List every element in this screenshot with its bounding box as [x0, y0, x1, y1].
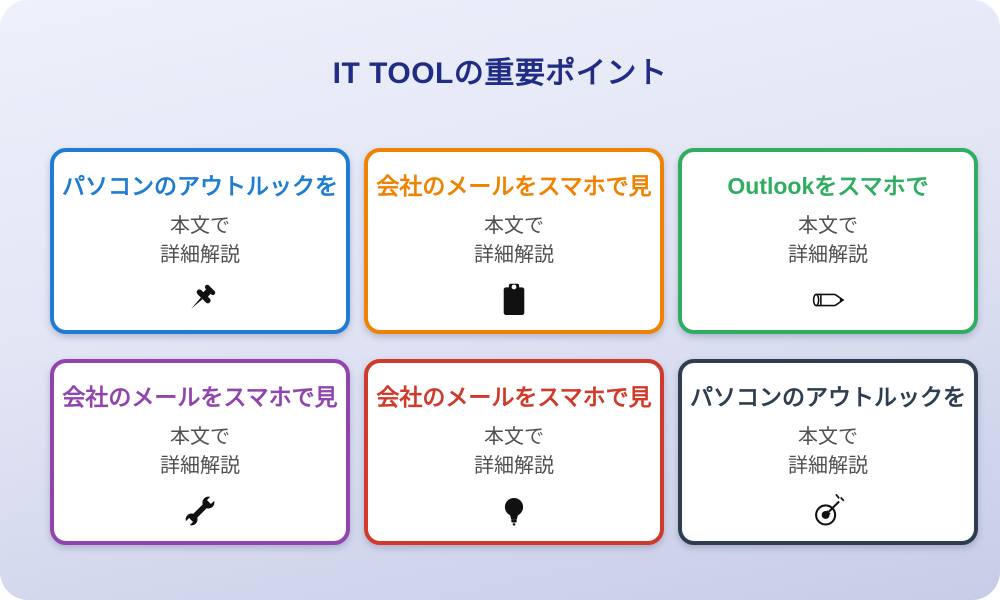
- pencil-icon: [806, 280, 850, 320]
- card-body: 本文で 詳細解説: [160, 212, 240, 270]
- card-body-line: 本文で: [798, 214, 858, 237]
- card-body-line: 本文で: [798, 425, 858, 448]
- card-heading: Outlookをスマホで: [727, 172, 929, 199]
- card-body-line: 本文で: [170, 214, 230, 237]
- card-heading: パソコンのアウトルックを: [62, 172, 338, 199]
- lightbulb-icon: [492, 491, 536, 531]
- card-body: 本文で 詳細解説: [474, 423, 554, 481]
- dart-target-icon: [806, 491, 850, 531]
- card-body-line: 詳細解説: [788, 454, 868, 477]
- card-heading: パソコンのアウトルックを: [690, 383, 966, 410]
- card-body-line: 本文で: [484, 425, 544, 448]
- card-mail-smartphone-purple: 会社のメールをスマホで見 本文で 詳細解説: [50, 358, 350, 545]
- card-heading: 会社のメールをスマホで見: [376, 383, 652, 410]
- card-body-line: 本文で: [484, 214, 544, 237]
- card-body-line: 詳細解説: [788, 243, 868, 266]
- card-body-line: 詳細解説: [474, 243, 554, 266]
- card-outlook-pc-blue: パソコンのアウトルックを 本文で 詳細解説: [50, 147, 350, 334]
- card-mail-smartphone-orange: 会社のメールをスマホで見 本文で 詳細解説: [364, 147, 664, 334]
- page-title: IT TOOLの重要ポイント: [332, 57, 668, 91]
- pushpin-icon: [178, 280, 222, 320]
- card-heading: 会社のメールをスマホで見: [62, 383, 338, 410]
- card-body: 本文で 詳細解説: [788, 212, 868, 270]
- cards-grid: パソコンのアウトルックを 本文で 詳細解説 会社のメールをスマホで見: [50, 147, 978, 545]
- card-heading: 会社のメールをスマホで見: [376, 172, 652, 199]
- card-body-line: 詳細解説: [474, 454, 554, 477]
- card-body: 本文で 詳細解説: [160, 423, 240, 481]
- clipboard-icon: [492, 280, 536, 320]
- card-body-line: 詳細解説: [160, 454, 240, 477]
- card-body-line: 詳細解説: [160, 243, 240, 266]
- card-outlook-smartphone-green: Outlookをスマホで 本文で 詳細解説: [678, 147, 978, 334]
- card-body: 本文で 詳細解説: [788, 423, 868, 481]
- card-mail-smartphone-red: 会社のメールをスマホで見 本文で 詳細解説: [364, 358, 664, 545]
- card-body: 本文で 詳細解説: [474, 212, 554, 270]
- card-body-line: 本文で: [170, 425, 230, 448]
- wrench-icon: [178, 491, 222, 531]
- card-outlook-pc-navy: パソコンのアウトルックを 本文で 詳細解説: [678, 358, 978, 545]
